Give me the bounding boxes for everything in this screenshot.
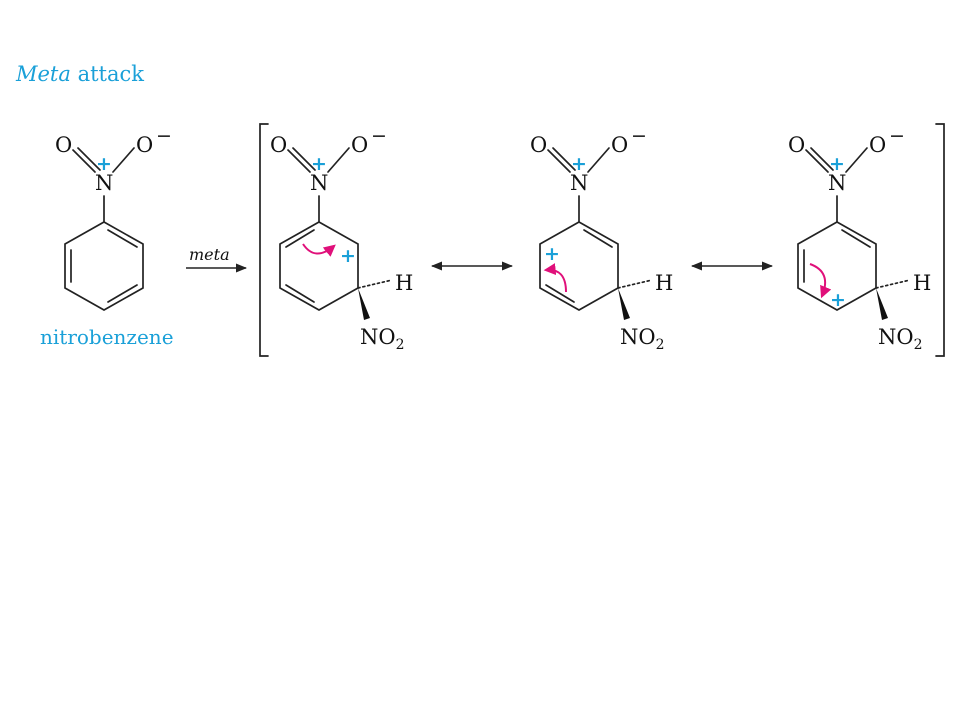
positive-charge: + <box>829 153 845 175</box>
wedge-bond-no2 <box>358 288 370 320</box>
nitro-group-label: NO2 <box>620 325 665 353</box>
oxygen-label: O <box>530 133 547 157</box>
n-o-double-bond <box>810 147 834 171</box>
meta-arrow-label: meta <box>189 245 230 264</box>
nitrogen-label: N <box>95 171 113 195</box>
oxygen-label: O <box>351 133 368 157</box>
n-o-double-bond <box>287 149 311 173</box>
oxygen-label: O <box>788 133 805 157</box>
title-rest: attack <box>70 62 144 86</box>
oxygen-label: O <box>270 133 287 157</box>
ring-double-bond <box>107 229 138 248</box>
n-o-double-bond <box>77 147 101 171</box>
positive-charge: + <box>571 153 587 175</box>
carbocation-charge: + <box>544 243 560 265</box>
resonance-structure-1: O O − N + H NO2 + <box>270 125 413 353</box>
carbocation-charge: + <box>830 289 846 311</box>
nitro-group-label: NO2 <box>360 325 405 353</box>
benzene-ring <box>64 221 144 311</box>
resonance-structure-2: O O − N + H NO2 + <box>530 125 673 353</box>
resonance-structure-3: O O − N + H NO2 + <box>788 125 931 353</box>
curved-electron-arrow <box>543 263 567 293</box>
curved-electron-arrow <box>809 263 832 299</box>
left-bracket <box>259 123 269 357</box>
n-o-double-bond <box>805 149 829 173</box>
n-o-single-bond <box>112 147 135 173</box>
oxygen-label: O <box>136 133 153 157</box>
cyclohexadienyl-ring <box>797 221 877 311</box>
hydrogen-label: H <box>655 271 673 295</box>
oxygen-label: O <box>55 133 72 157</box>
n-o-single-bond <box>327 147 350 173</box>
figure-title: Meta attack <box>16 62 144 86</box>
n-o-double-bond <box>552 147 576 171</box>
reaction-arrow: meta <box>186 245 248 273</box>
carbocation-charge: + <box>340 245 356 267</box>
oxygen-label: O <box>869 133 886 157</box>
cyclohexadienyl-ring <box>279 221 359 311</box>
ring-double-bond <box>545 284 575 303</box>
positive-charge: + <box>311 153 327 175</box>
n-o-double-bond <box>547 149 571 173</box>
nitrogen-label: N <box>570 171 588 195</box>
hashed-bond-h <box>617 279 653 289</box>
n-o-single-bond <box>845 147 868 173</box>
title-italic: Meta <box>16 62 71 86</box>
ring-double-bond <box>583 229 613 248</box>
wedge-bond-no2 <box>618 288 630 320</box>
negative-charge: − <box>889 125 905 147</box>
negative-charge: − <box>156 125 172 147</box>
ring-double-bond <box>841 229 871 248</box>
ring-double-bond <box>285 284 315 303</box>
oxygen-label: O <box>611 133 628 157</box>
wedge-bond-no2 <box>876 288 888 320</box>
n-o-double-bond <box>292 147 316 171</box>
nitrogen-label: N <box>310 171 328 195</box>
curved-electron-arrow <box>302 243 336 257</box>
n-o-double-bond <box>72 149 96 173</box>
n-o-single-bond <box>587 147 610 173</box>
hydrogen-label: H <box>395 271 413 295</box>
hashed-bond-h <box>357 279 393 289</box>
cyclohexadienyl-ring <box>539 221 619 311</box>
nitro-group-label: NO2 <box>878 325 923 353</box>
nitrobenzene-structure: O O − N + nitrobenzene <box>40 125 174 349</box>
negative-charge: − <box>631 125 647 147</box>
ring-double-bond <box>285 229 315 248</box>
nitrobenzene-label: nitrobenzene <box>40 325 174 349</box>
ring-double-bond <box>107 284 138 303</box>
positive-charge: + <box>96 153 112 175</box>
hydrogen-label: H <box>913 271 931 295</box>
negative-charge: − <box>371 125 387 147</box>
hashed-bond-h <box>875 279 911 289</box>
nitrogen-label: N <box>828 171 846 195</box>
right-bracket <box>935 123 945 357</box>
